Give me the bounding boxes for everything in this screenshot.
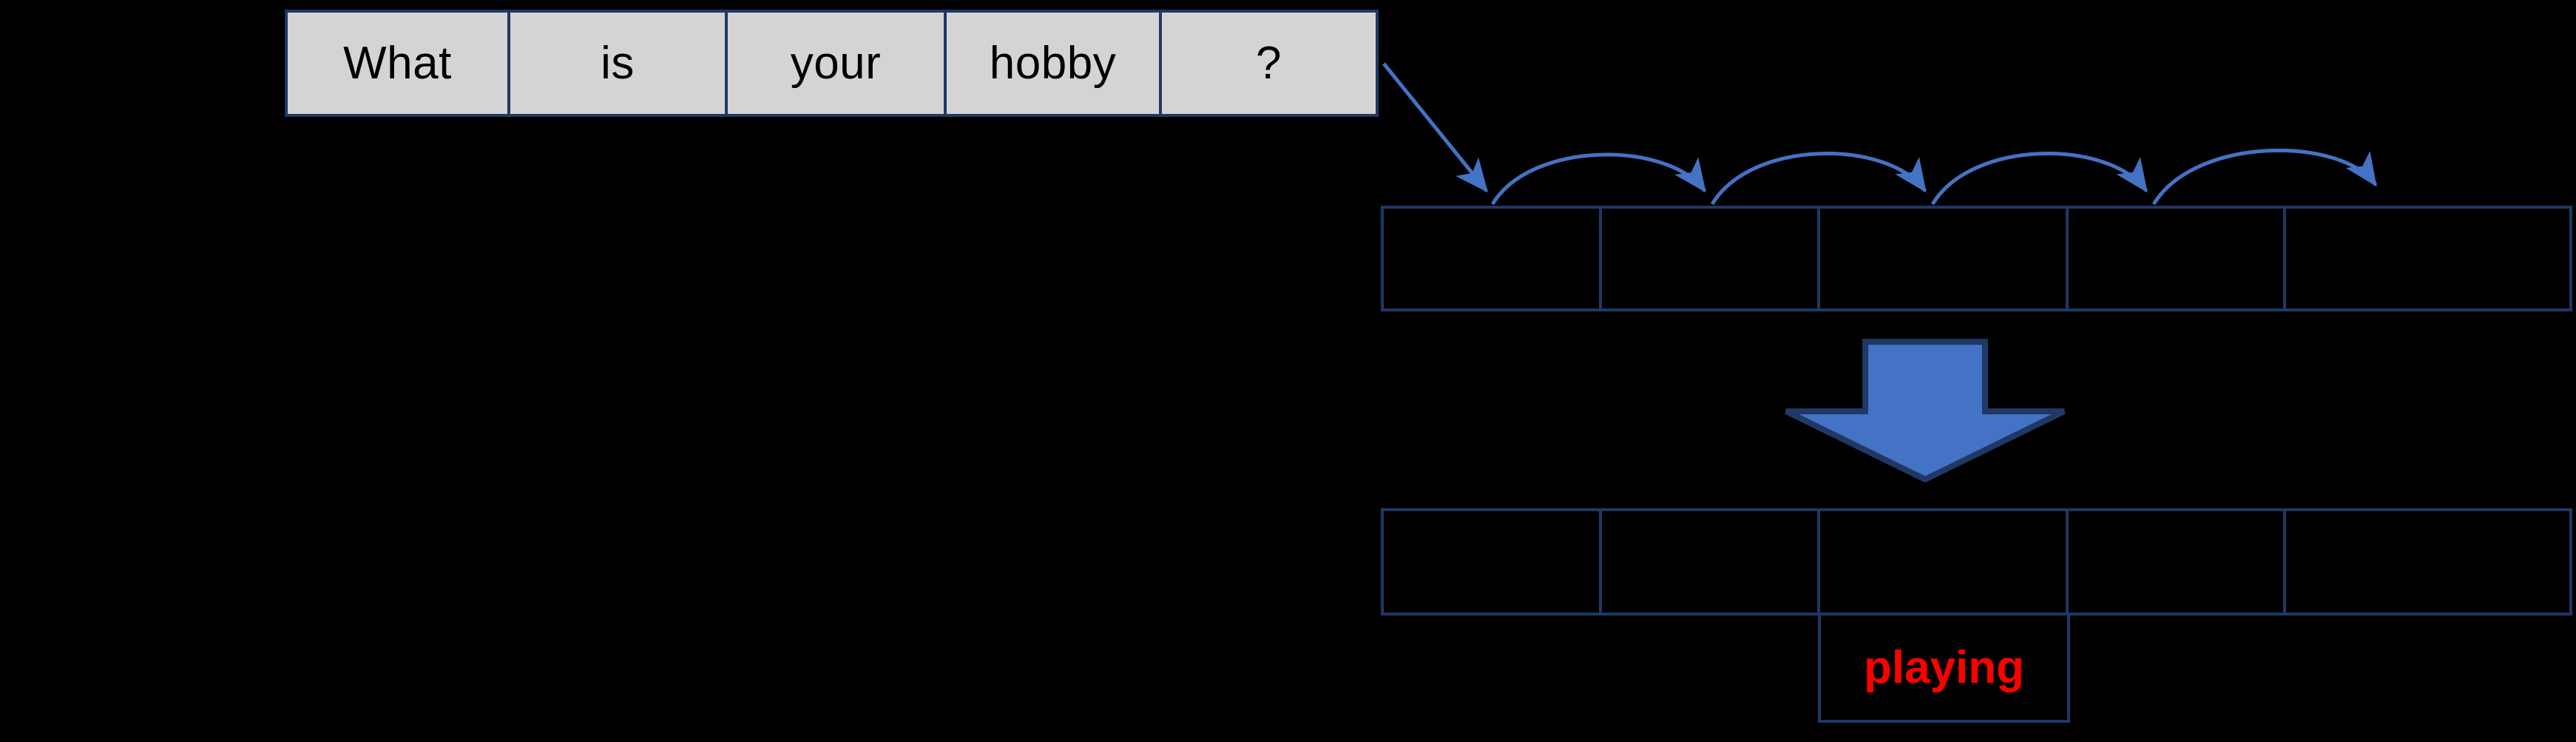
recurrence-arc-3-icon	[1930, 152, 2149, 206]
encoder-cell-4[interactable]	[2282, 206, 2572, 311]
decoder-cell-3[interactable]	[2065, 508, 2286, 615]
recurrence-arc-4-icon	[2151, 148, 2378, 206]
decoder-cell-0[interactable]	[1381, 508, 1603, 615]
source-cell-0-label: What	[343, 37, 452, 89]
recurrence-arc-2-icon	[1710, 152, 1927, 206]
source-cell-1[interactable]: is	[507, 10, 728, 117]
encoder-cell-3[interactable]	[2065, 206, 2286, 311]
source-cell-4[interactable]: ?	[1159, 10, 1379, 117]
source-cell-2-label: your	[790, 37, 882, 89]
source-cell-3[interactable]: hobby	[944, 10, 1162, 117]
encoder-cell-1[interactable]	[1599, 206, 1820, 311]
source-cell-4-label: ?	[1256, 37, 1282, 89]
encoder-cell-0[interactable]	[1381, 206, 1603, 311]
predicted-token-cell[interactable]: playing	[1818, 613, 2070, 723]
decoder-token-table	[1381, 508, 2572, 615]
source-cell-0[interactable]: What	[285, 10, 510, 117]
source-token-table: What is your hobby ?	[285, 10, 1385, 117]
down-arrow-icon	[1785, 339, 2066, 483]
recurrence-arc-1-icon	[1490, 152, 1707, 206]
predicted-token-label: playing	[1863, 641, 2025, 693]
encoder-cell-2[interactable]	[1816, 206, 2069, 311]
decoder-cell-4[interactable]	[2282, 508, 2572, 615]
source-cell-3-label: hobby	[989, 37, 1117, 89]
source-cell-2[interactable]: your	[725, 10, 947, 117]
encoder-token-table	[1381, 206, 2572, 311]
decoder-cell-2[interactable]	[1816, 508, 2069, 615]
source-cell-1-label: is	[601, 37, 635, 89]
diagonal-feed-line-icon	[1382, 62, 1488, 193]
decoder-cell-1[interactable]	[1599, 508, 1820, 615]
